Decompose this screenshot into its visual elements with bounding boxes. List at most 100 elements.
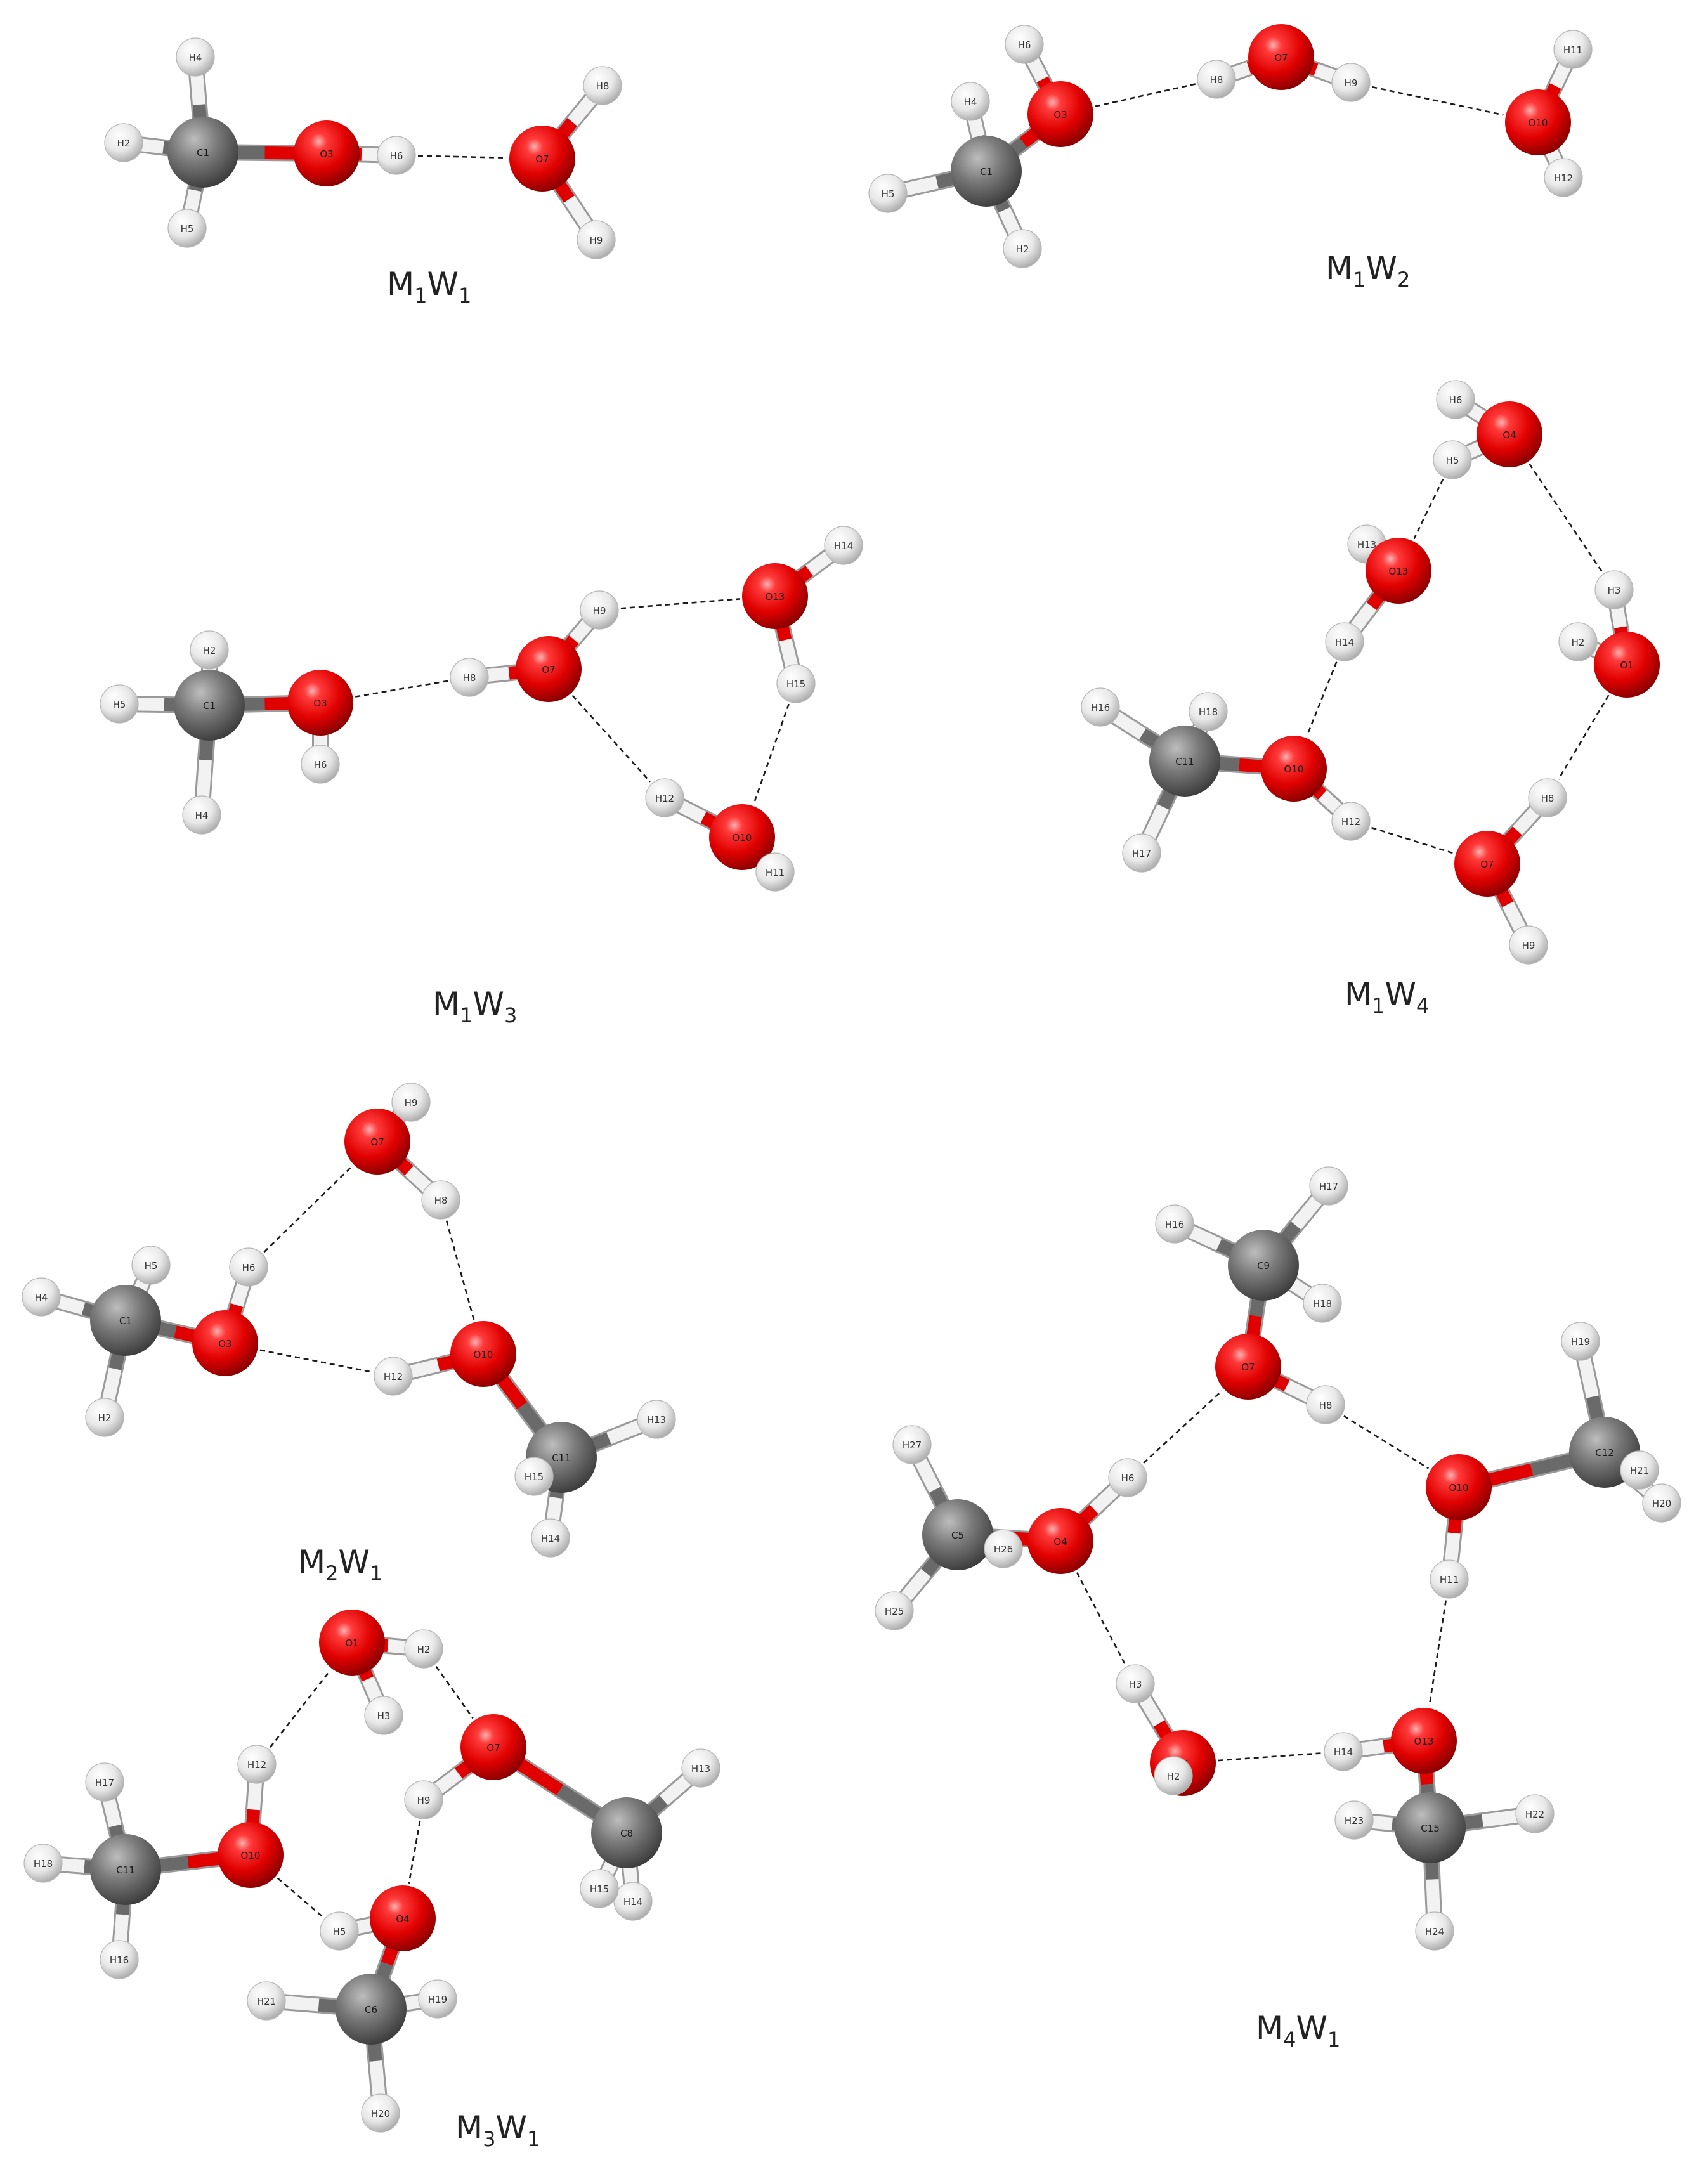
atom-label: H17: [1319, 1181, 1338, 1192]
atom-h13: H13: [637, 1400, 676, 1439]
atom-label: H21: [1630, 1465, 1649, 1476]
atom-label: H8: [463, 672, 476, 684]
hydrogen-bond: [1529, 463, 1603, 573]
atom-label: C9: [1257, 1260, 1270, 1272]
atom-label: C12: [1595, 1447, 1614, 1459]
hydrogen-bond: [1371, 826, 1454, 854]
atom-o10: O10: [1426, 1454, 1492, 1520]
atom-label: O7: [486, 1742, 500, 1754]
atom-h2: H2: [1003, 229, 1042, 268]
hydrogen-bond: [753, 703, 790, 804]
hydrogen-bonds: [1306, 463, 1610, 854]
atom-h2: H2: [1154, 1756, 1193, 1795]
atom-label: O3: [1053, 109, 1067, 120]
atom-o10: O10: [218, 1822, 284, 1888]
atom-label: H9: [1345, 77, 1358, 89]
atom-label: H15: [590, 1884, 609, 1895]
atom-label: H18: [1313, 1298, 1332, 1310]
atom-label: H9: [405, 1097, 418, 1109]
atom-h18: H18: [23, 1844, 63, 1883]
atom-label: C5: [951, 1530, 964, 1541]
atom-label: H6: [242, 1262, 256, 1273]
atom-h6: H6: [1108, 1458, 1147, 1497]
hydrogen-bond: [1413, 479, 1444, 540]
atom-o7: O7: [1248, 24, 1314, 90]
atom-label: H3: [1129, 1679, 1142, 1690]
atom-label: H13: [1357, 539, 1376, 550]
hydrogen-bond: [571, 694, 651, 783]
atom-label: O4: [1503, 429, 1516, 441]
atom-h16: H16: [1155, 1204, 1194, 1244]
atom-h9: H9: [577, 220, 616, 259]
atom-h21: H21: [247, 1981, 286, 2021]
hydrogen-bonds: [269, 1665, 474, 1918]
atom-o7: O7: [460, 1714, 526, 1780]
atom-label: O7: [1274, 52, 1288, 63]
atom-h3: H3: [1594, 570, 1634, 609]
atom-h14: H14: [613, 1882, 653, 1921]
hydrogen-bond: [355, 680, 448, 698]
bonds: [1092, 391, 1635, 953]
atom-label: O7: [1480, 859, 1494, 870]
atom-label: H2: [1167, 1771, 1180, 1782]
atom-c11: C11: [1149, 726, 1220, 797]
atom-label: H13: [691, 1763, 710, 1774]
atom-label: H2: [117, 138, 131, 149]
atom-label: H16: [1091, 702, 1110, 713]
atom-label: H19: [1571, 1336, 1590, 1348]
panel-caption: M1W3: [433, 986, 517, 1027]
atom-label: H6: [1449, 394, 1463, 406]
atom-h19: H19: [418, 1979, 457, 2019]
atom-label: H5: [145, 1260, 158, 1272]
atom-label: O4: [1053, 1536, 1067, 1547]
atom-h27: H27: [892, 1425, 932, 1464]
atom-label: H8: [596, 81, 610, 92]
hydrogen-bond: [620, 598, 740, 609]
atom-h25: H25: [875, 1591, 914, 1630]
hydrogen-bond: [445, 1220, 475, 1320]
atom-h5: H5: [167, 209, 207, 248]
hydrogen-bonds: [355, 598, 790, 804]
atom-h16: H16: [100, 1940, 139, 1979]
atom-label: H15: [525, 1471, 544, 1483]
atom-c1: C1: [90, 1285, 161, 1356]
atom-label: H12: [655, 793, 674, 804]
atom-h24: H24: [1415, 1911, 1454, 1951]
atom-label: O3: [313, 698, 327, 709]
atom-label: H16: [110, 1955, 129, 1966]
atom-h9: H9: [580, 590, 619, 630]
atom-o7: O7: [344, 1109, 410, 1175]
atom-h5: H5: [131, 1246, 171, 1285]
hydrogen-bonds: [417, 155, 507, 159]
atom-o13: O13: [1391, 1708, 1457, 1774]
atom-c1: C1: [174, 670, 245, 741]
atom-c15: C15: [1395, 1792, 1466, 1863]
hydrogen-bond: [263, 1166, 353, 1253]
atom-label: H3: [1608, 585, 1621, 596]
atom-label: O7: [1241, 1362, 1255, 1373]
atom-o4: O4: [370, 1885, 436, 1951]
atom-c8: C8: [591, 1797, 662, 1868]
atom-h13: H13: [681, 1748, 720, 1788]
atom-h15: H15: [514, 1457, 554, 1496]
atom-label: H12: [1554, 172, 1573, 184]
atom-h22: H22: [1515, 1794, 1555, 1833]
atom-h17: H17: [85, 1762, 124, 1802]
atom-label: H12: [247, 1759, 266, 1771]
atoms: O1H2H3O7C8H9H13H14H15C11O10H12H16H17H18O…: [23, 1610, 720, 2133]
atom-h20: H20: [1642, 1483, 1681, 1523]
atom-label: H18: [34, 1858, 53, 1870]
atom-h20: H20: [361, 2093, 400, 2133]
atom-label: H18: [1199, 706, 1218, 718]
atom-h4: H4: [176, 37, 215, 77]
atom-h15: H15: [776, 664, 816, 703]
atom-h6: H6: [229, 1247, 268, 1287]
atom-h3: H3: [364, 1696, 403, 1735]
atom-label: H16: [1165, 1219, 1184, 1230]
atom-label: H5: [333, 1926, 346, 1937]
atom-label: H6: [314, 759, 327, 771]
atom-label: H9: [593, 605, 606, 616]
atom-label: H11: [1563, 44, 1582, 56]
